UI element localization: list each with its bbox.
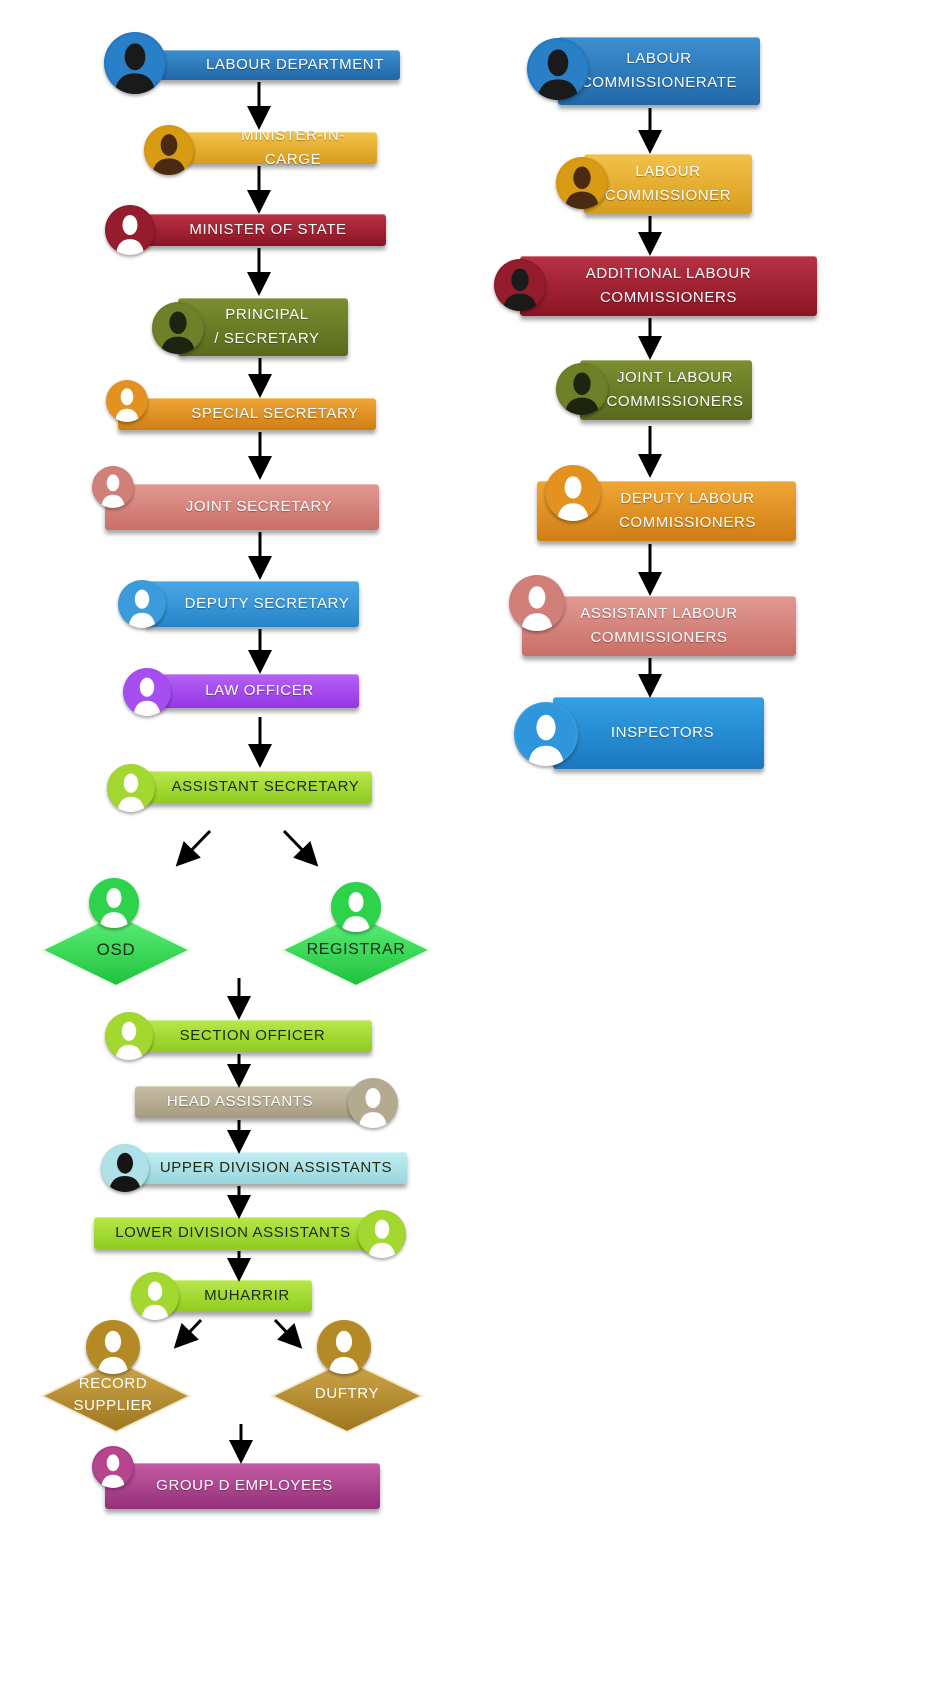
person-outline-icon (348, 1078, 398, 1128)
record-supplier-node: RECORD SUPPLIER (38, 1320, 194, 1436)
deputy-secretary-box: DEPUTY SECRETARY (145, 581, 359, 627)
minister-of-state-box: MINISTER OF STATE (140, 214, 386, 246)
group-d-employees-label: GROUP D EMPLOYEES (156, 1477, 333, 1494)
person-outline-icon (92, 466, 134, 508)
section-officer-box: SECTION OFFICER (133, 1020, 372, 1052)
duftry-node: DUFTRY (268, 1320, 426, 1436)
registrar-diamond-shape (279, 912, 433, 988)
upper-division-assistants-box: UPPER DIVISION ASSISTANTS (125, 1152, 407, 1184)
osd-diamond-shape (39, 912, 193, 988)
joint-secretary-box: JOINT SECRETARY (105, 484, 379, 530)
person-outline-icon (107, 764, 155, 812)
joint-labour-commissioners-line2: COMMISSIONERS (606, 393, 744, 410)
osd-label: OSD (96, 940, 136, 959)
lower-division-assistants-label: LOWER DIVISION ASSISTANTS (115, 1224, 351, 1241)
person-silhouette-icon (556, 363, 608, 415)
assistant-secretary-label: ASSISTANT SECRETARY (171, 778, 360, 795)
minister-of-state-label: MINISTER OF STATE (189, 221, 347, 238)
person-silhouette-icon (527, 38, 589, 100)
deputy-secretary-label: DEPUTY SECRETARY (184, 595, 350, 612)
duftry-diamond-shape (269, 1358, 425, 1434)
additional-labour-commissioners-line2: COMMISSIONERS (600, 289, 737, 306)
duftry-label: DUFTRY (314, 1385, 380, 1402)
person-outline-icon (331, 882, 381, 932)
person-silhouette-icon (556, 157, 608, 209)
labour-commissionerate-box: LABOUR COMMISSIONERATE (558, 37, 760, 105)
deputy-labour-commissioners-line1: DEPUTY LABOUR (620, 490, 755, 507)
person-outline-icon (105, 205, 155, 255)
muharrir-label: MUHARRIR (204, 1287, 290, 1304)
person-outline-icon (358, 1210, 406, 1258)
labour-commissionerate-line2: COMMISSIONERATE (580, 74, 738, 91)
joint-labour-commissioners-box: JOINT LABOUR COMMISSIONERS (580, 360, 752, 420)
law-officer-label: LAW OFFICER (205, 682, 314, 699)
additional-labour-commissioners-box: ADDITIONAL LABOUR COMMISSIONERS (520, 256, 817, 316)
person-outline-icon (106, 380, 148, 422)
labour-commissioner-box: LABOUR COMMISSIONER (584, 154, 752, 214)
head-assistants-box: HEAD ASSISTANTS (135, 1086, 375, 1118)
registrar-node: REGISTRAR (278, 882, 434, 990)
assistant-labour-commissioners-line2: COMMISSIONERS (590, 629, 728, 646)
group-d-employees-box: GROUP D EMPLOYEES (105, 1463, 380, 1509)
person-silhouette-icon (494, 259, 546, 311)
assistant-labour-commissioners-line1: ASSISTANT LABOUR (580, 605, 738, 622)
deputy-labour-commissioners-line2: COMMISSIONERS (619, 514, 756, 531)
labour-department-label: LABOUR DEPARTMENT (205, 56, 384, 73)
registrar-label: REGISTRAR (306, 941, 406, 958)
person-silhouette-icon (104, 32, 166, 94)
person-silhouette-icon (144, 125, 194, 175)
labour-department-box: LABOUR DEPARTMENT (160, 50, 400, 80)
inspectors-box: INSPECTORS (553, 697, 764, 769)
section-officer-label: SECTION OFFICER (179, 1027, 326, 1044)
principal-secretary-line1: PRINCIPAL (225, 306, 309, 323)
person-outline-icon (131, 1272, 179, 1320)
assistant-labour-commissioners-box: ASSISTANT LABOUR COMMISSIONERS (522, 596, 796, 656)
special-secretary-box: SPECIAL SECRETARY (118, 398, 376, 430)
person-outline-icon (509, 575, 565, 631)
minister-in-charge-box: MINISTER-IN-CARGE (185, 127, 377, 168)
minister-in-charge-label: MINISTER-IN-CARGE (241, 127, 345, 168)
arrow-diagonal-right (282, 829, 319, 867)
person-outline-icon (92, 1446, 134, 1488)
additional-labour-commissioners-line1: ADDITIONAL LABOUR (585, 265, 752, 282)
labour-commissioner-line2: COMMISSIONER (604, 187, 732, 204)
person-silhouette-icon (101, 1144, 149, 1192)
record-supplier-line1: RECORD (78, 1375, 148, 1392)
muharrir-box: MUHARRIR (160, 1280, 312, 1312)
joint-secretary-label: JOINT SECRETARY (185, 498, 333, 515)
record-supplier-line2: SUPPLIER (73, 1397, 153, 1414)
upper-division-assistants-label: UPPER DIVISION ASSISTANTS (159, 1159, 393, 1176)
person-outline-icon (123, 668, 171, 716)
osd-node: OSD (38, 878, 194, 990)
law-officer-box: LAW OFFICER (150, 674, 359, 708)
person-outline-icon (89, 878, 139, 928)
person-outline-icon (105, 1012, 153, 1060)
person-outline-icon (317, 1320, 371, 1374)
person-silhouette-icon (152, 302, 204, 354)
principal-secretary-box: PRINCIPAL / SECRETARY (178, 298, 348, 356)
person-outline-icon (86, 1320, 140, 1374)
person-outline-icon (545, 465, 601, 521)
labour-commissioner-line1: LABOUR (635, 163, 701, 180)
principal-secretary-line2: / SECRETARY (214, 330, 320, 347)
lower-division-assistants-box: LOWER DIVISION ASSISTANTS (94, 1217, 382, 1249)
head-assistants-label: HEAD ASSISTANTS (166, 1093, 314, 1110)
labour-commissionerate-line1: LABOUR (626, 50, 692, 67)
inspectors-label: INSPECTORS (610, 724, 715, 741)
record-supplier-diamond-shape (39, 1358, 193, 1434)
joint-labour-commissioners-line1: JOINT LABOUR (616, 369, 734, 386)
person-outline-icon (118, 580, 166, 628)
assistant-secretary-box: ASSISTANT SECRETARY (135, 771, 372, 803)
special-secretary-label: SPECIAL SECRETARY (191, 405, 359, 422)
arrow-diagonal-left (175, 829, 212, 867)
person-outline-icon (514, 702, 578, 766)
